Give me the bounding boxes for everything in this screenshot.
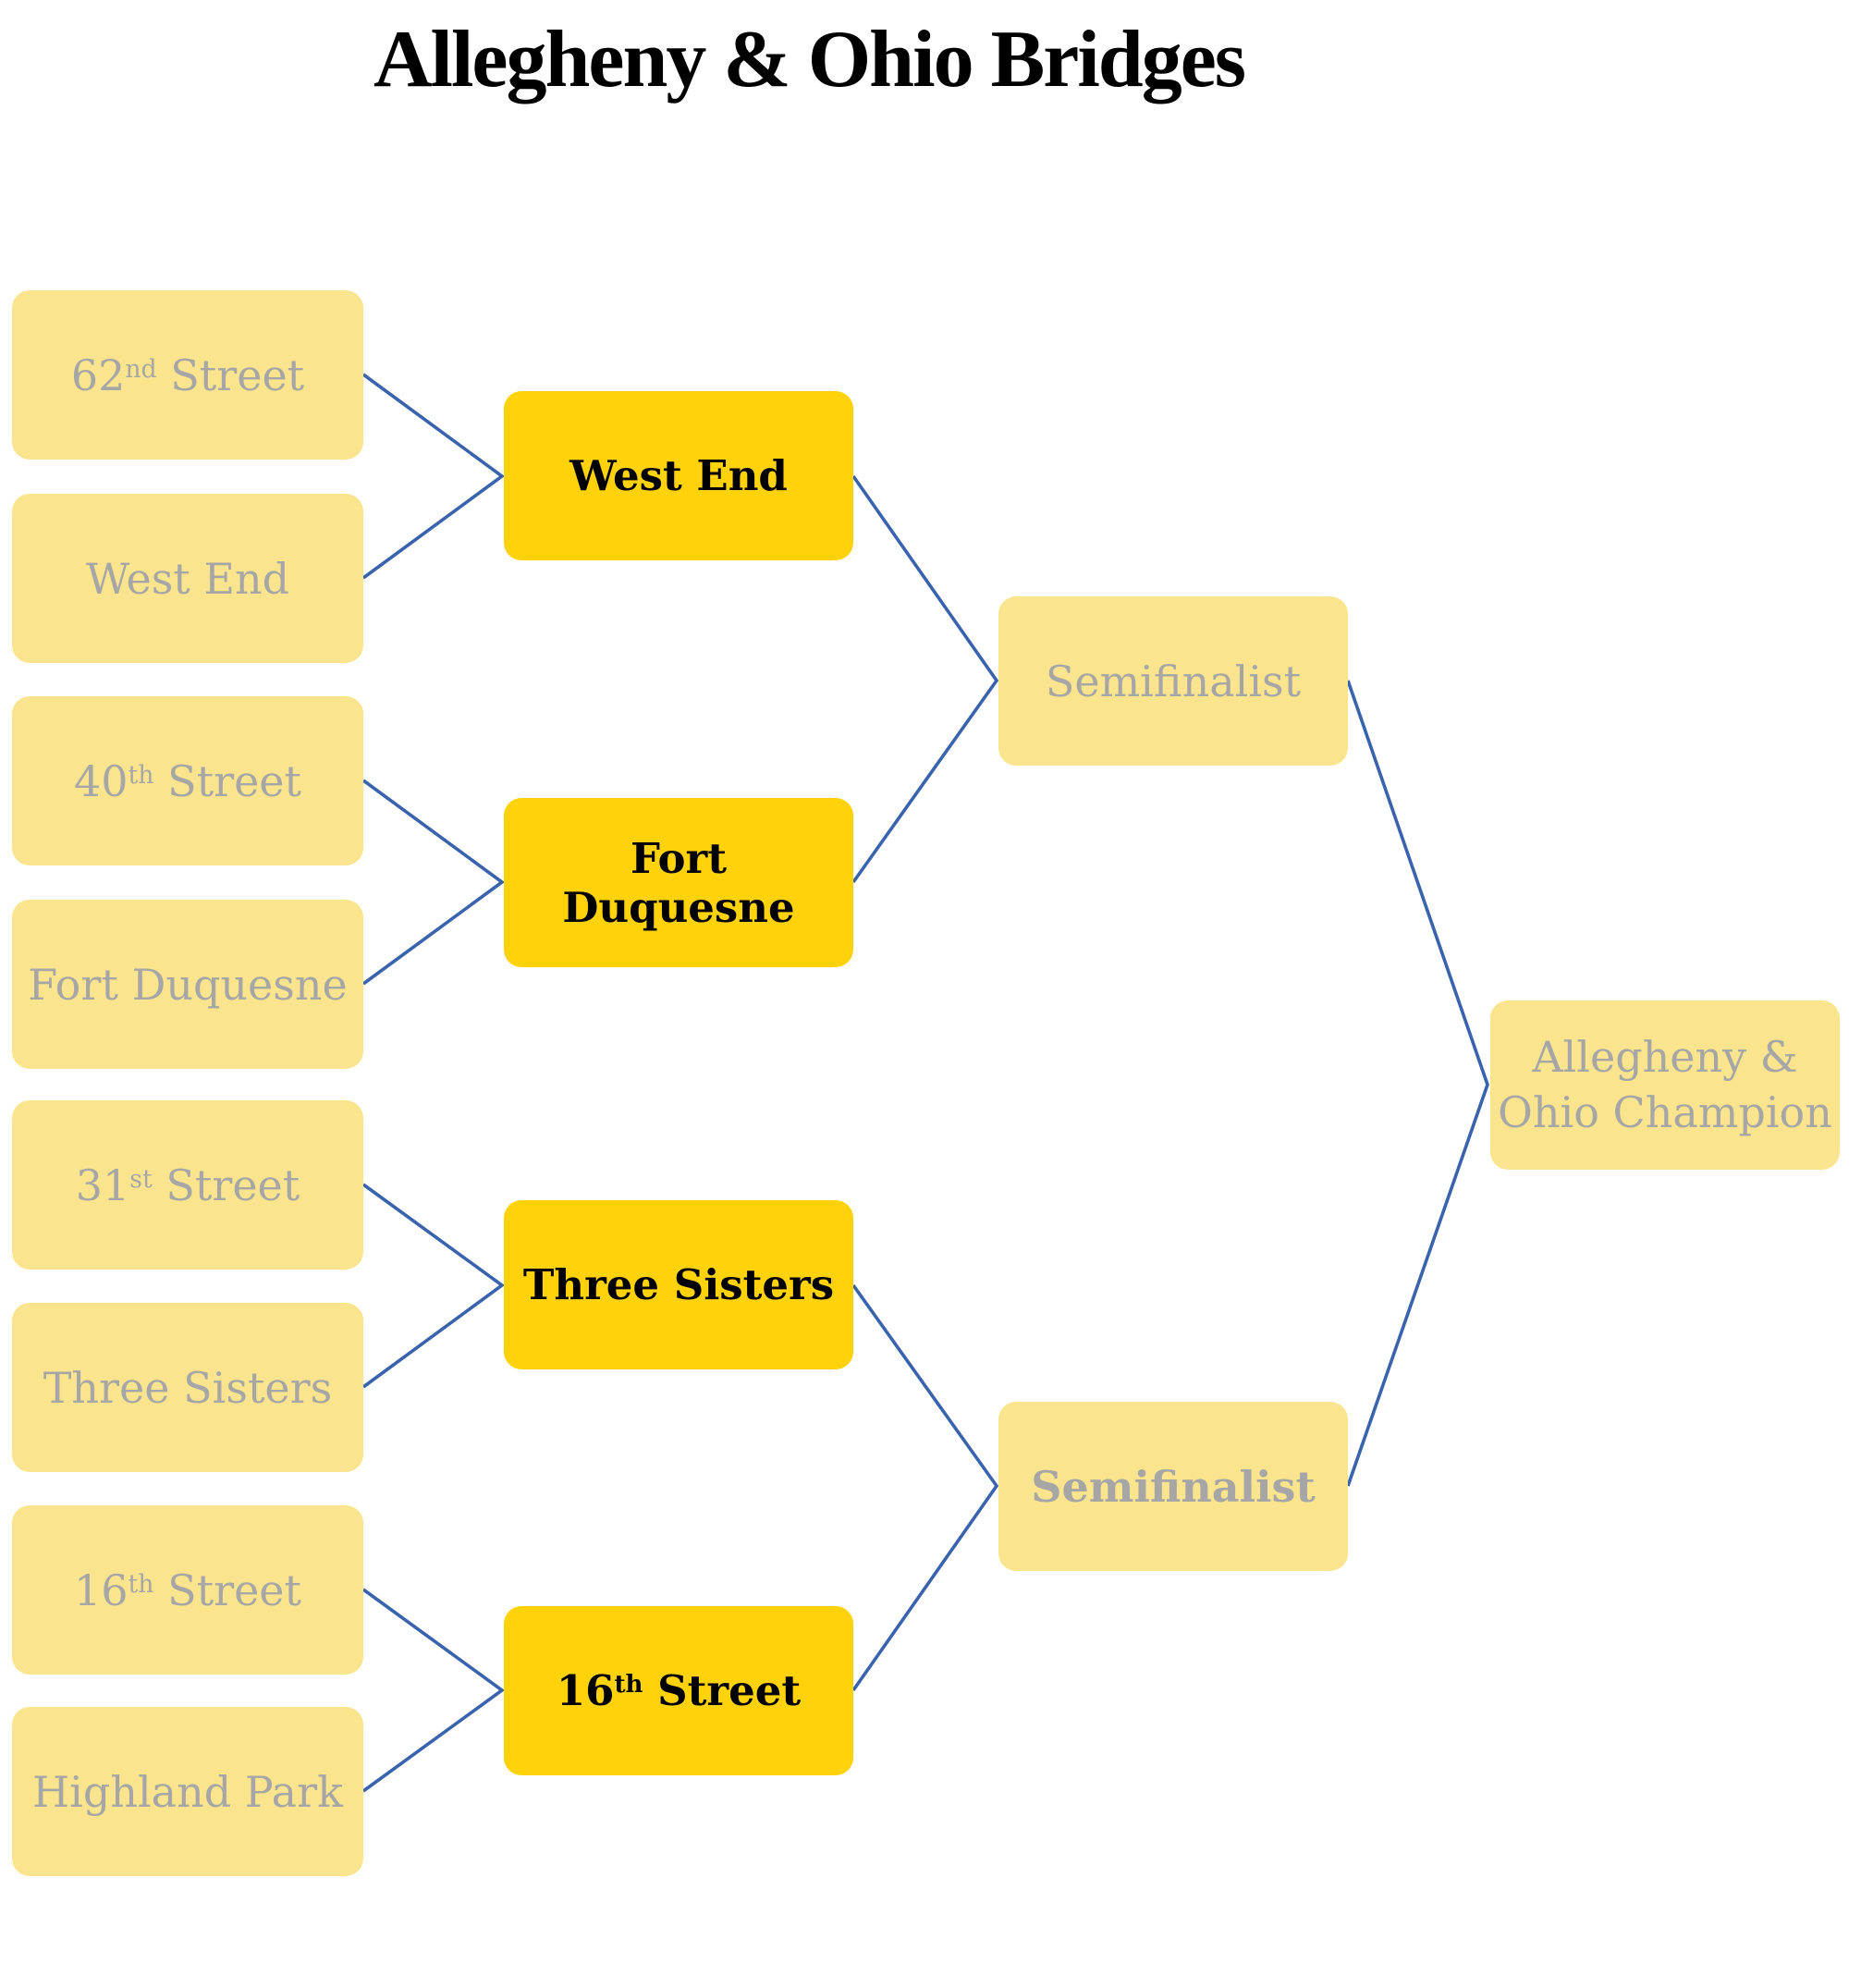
node-label: West End [569,451,788,500]
node-label: Fort Duquesne [562,833,795,932]
bracket-node-40th-street: 40th Street [12,696,363,865]
node-label: 40th Street [74,755,301,806]
diagram-title: Allegheny & Ohio Bridges [373,15,1246,104]
bracket-node-winner-fort-duquesne: Fort Duquesne [504,798,853,967]
bracket-node-winner-16th-street: 16th Street [504,1606,853,1775]
node-label: Highland Park [32,1766,343,1817]
bracket-node-62nd-street: 62nd Street [12,290,363,460]
bracket-node-three-sisters: Three Sisters [12,1303,363,1472]
bracket-node-semifinalist-top: Semifinalist [998,596,1348,766]
node-label: 62nd Street [70,350,305,400]
node-label: Three Sisters [43,1362,333,1413]
connector-semi-bottom [851,1283,999,1692]
bracket-node-31st-street: 31st Street [12,1100,363,1270]
node-label: West End [85,553,290,604]
connector-pair2 [361,779,506,986]
bracket-node-16th-street: 16th Street [12,1505,363,1675]
bracket-node-winner-three-sisters: Three Sisters [504,1200,853,1369]
node-label: 31st Street [75,1160,300,1210]
bracket-node-champion: Allegheny &Ohio Champion [1490,1000,1840,1170]
node-label: 16th Street [556,1666,802,1715]
bracket-node-semifinalist-bottom: Semifinalist [998,1402,1348,1571]
node-label: 16th Street [74,1565,301,1615]
node-label: Semifinalist [1045,656,1302,706]
connector-final [1346,680,1489,1487]
connector-pair1 [361,373,506,580]
bracket-node-west-end: West End [12,494,363,663]
connector-semi-top [851,474,999,884]
bracket-node-winner-west-end: West End [504,391,853,560]
connector-pair4 [361,1588,506,1793]
bracket-node-highland-park: Highland Park [12,1707,363,1876]
node-label: Allegheny &Ohio Champion [1498,1031,1832,1137]
bracket-node-fort-duquesne: Fort Duquesne [12,900,363,1069]
node-label: Fort Duquesne [28,959,348,1010]
node-label: Three Sisters [522,1260,835,1309]
connector-pair3 [361,1183,506,1389]
node-label: Semifinalist [1031,1461,1316,1512]
